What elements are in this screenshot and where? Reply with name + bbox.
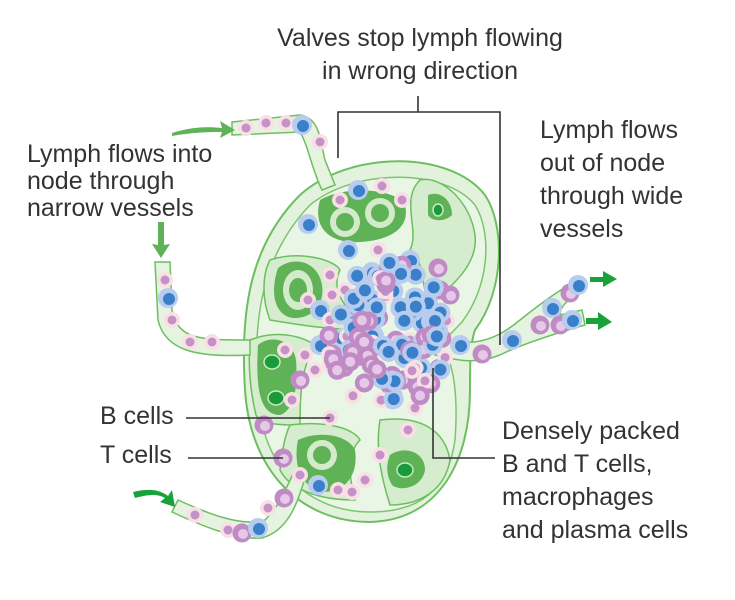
outflow-label-line: Lymph flows <box>540 116 679 144</box>
valves-leader <box>337 96 501 345</box>
arrow-icon <box>590 271 617 287</box>
afferent-vessel-top <box>231 114 336 191</box>
inflow-label-line: narrow vessels <box>27 194 194 222</box>
dense-cells-label: Densely packed B and T cells, macrophage… <box>502 415 688 547</box>
arrow-icon <box>152 222 170 258</box>
dense-label-line: B and T cells, <box>502 450 653 478</box>
arrow-icon <box>586 312 612 330</box>
cell-cluster <box>157 115 588 543</box>
dense-label-line: Densely packed <box>502 417 680 445</box>
outflow-label: Lymph flows out of node through wide ves… <box>540 114 683 246</box>
follicle <box>428 193 452 221</box>
valves-label-line: Valves stop lymph flowing <box>277 24 563 52</box>
t-cells-label: T cells <box>100 441 172 469</box>
arrow-icon <box>133 489 175 507</box>
dense-label-line: macrophages <box>502 483 654 511</box>
arrow-icon <box>172 121 235 138</box>
inflow-label: Lymph flows into node through narrow ves… <box>27 138 212 225</box>
b-cells-label: B cells <box>100 402 174 430</box>
inflow-label-line: Lymph flows into <box>27 140 213 168</box>
dense-leader <box>432 368 495 459</box>
dense-label-line: and plasma cells <box>502 516 689 544</box>
outflow-label-line: through wide <box>540 182 684 210</box>
inflow-label-line: node through <box>27 167 175 195</box>
valves-label: Valves stop lymph flowing in wrong direc… <box>250 22 590 88</box>
outflow-label-line: out of node <box>540 149 666 177</box>
outflow-label-line: vessels <box>540 215 624 243</box>
valves-label-line: in wrong direction <box>322 57 518 85</box>
follicle <box>387 450 425 489</box>
